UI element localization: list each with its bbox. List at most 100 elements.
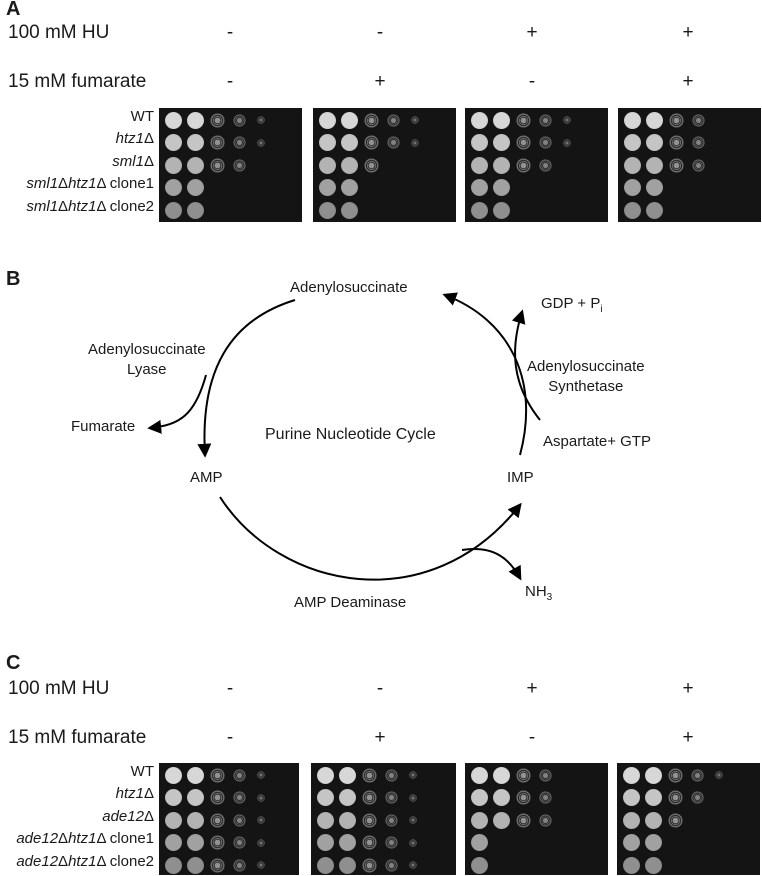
yeast-spot bbox=[470, 766, 488, 784]
yeast-spot bbox=[690, 768, 704, 782]
yeast-spot bbox=[209, 790, 225, 805]
yeast-spot bbox=[623, 201, 641, 219]
panel-a-hu-label: 100 mM HU bbox=[8, 22, 110, 43]
yeast-spot bbox=[492, 111, 510, 129]
panel-a-plate-3 bbox=[465, 108, 608, 222]
yeast-spot bbox=[232, 158, 246, 172]
yeast-spot bbox=[316, 834, 334, 851]
yeast-spot bbox=[409, 838, 417, 847]
yeast-spot bbox=[492, 789, 510, 806]
arrow-gdp bbox=[511, 309, 541, 421]
yeast-spot bbox=[470, 201, 488, 219]
yeast-spot bbox=[384, 791, 398, 804]
panel-c-fumarate-sign-4: + bbox=[682, 727, 694, 748]
panel-a-plate-2 bbox=[313, 108, 456, 222]
panel-c-fumarate-sign-2: + bbox=[374, 727, 386, 748]
yeast-spot bbox=[668, 135, 684, 150]
yeast-spot bbox=[318, 156, 336, 174]
yeast-spot bbox=[257, 793, 265, 802]
yeast-spot bbox=[164, 156, 182, 174]
yeast-spot bbox=[316, 789, 334, 806]
strain-label: htz1Δ bbox=[115, 785, 154, 802]
yeast-spot bbox=[622, 834, 640, 851]
yeast-spot bbox=[361, 835, 377, 850]
yeast-spot bbox=[622, 811, 640, 829]
panel-c-fumarate-label: 15 mM fumarate bbox=[8, 727, 147, 748]
panel-a-fumarate-label: 15 mM fumarate bbox=[8, 71, 147, 92]
strain-label: htz1Δ bbox=[115, 130, 154, 147]
strain-label: sml1Δhtz1Δ clone2 bbox=[26, 198, 154, 215]
yeast-spot bbox=[209, 112, 225, 128]
yeast-spot bbox=[409, 771, 417, 779]
yeast-spot bbox=[515, 157, 531, 173]
arc-lyase bbox=[197, 299, 296, 458]
arrow-fumarate bbox=[147, 374, 207, 434]
yeast-spot bbox=[164, 811, 182, 829]
panel-c-hu-sign-3: + bbox=[526, 678, 538, 699]
yeast-spot bbox=[645, 111, 663, 129]
yeast-spot bbox=[316, 811, 334, 829]
yeast-spot bbox=[715, 771, 723, 779]
yeast-spot bbox=[338, 856, 356, 874]
panel-a-letter: A bbox=[6, 0, 21, 20]
yeast-spot bbox=[538, 113, 552, 127]
yeast-spot bbox=[668, 157, 684, 173]
yeast-spot bbox=[186, 789, 204, 806]
yeast-spot bbox=[318, 111, 336, 129]
lyase-label: Adenylosuccinate Lyase bbox=[88, 341, 206, 378]
strain-label: ade12Δhtz1Δ clone2 bbox=[16, 853, 154, 870]
yeast-spot bbox=[492, 156, 510, 174]
yeast-spot bbox=[209, 767, 225, 783]
panel-c-hu-sign-2: - bbox=[376, 678, 384, 699]
yeast-spot bbox=[470, 856, 488, 874]
nh3-product: NH3 bbox=[525, 583, 553, 603]
panel-c-hu-sign-1: - bbox=[226, 678, 234, 699]
yeast-spot bbox=[645, 134, 663, 151]
yeast-spot bbox=[644, 834, 662, 851]
panel-c-plate-2 bbox=[311, 763, 456, 875]
strain-label: ade12Δ bbox=[102, 808, 154, 825]
yeast-spot bbox=[691, 158, 705, 172]
panel-a-plate-1 bbox=[159, 108, 302, 222]
yeast-spot bbox=[384, 768, 398, 782]
yeast-spot bbox=[644, 789, 662, 806]
yeast-spot bbox=[164, 789, 182, 806]
yeast-spot bbox=[691, 113, 705, 127]
yeast-spot bbox=[232, 768, 246, 782]
yeast-spot bbox=[667, 767, 683, 783]
panel-a-fumarate-sign-3: - bbox=[528, 71, 536, 92]
yeast-spot bbox=[623, 111, 641, 129]
yeast-spot bbox=[186, 856, 204, 874]
yeast-spot bbox=[361, 790, 377, 805]
yeast-spot bbox=[340, 156, 358, 174]
yeast-spot bbox=[361, 857, 377, 873]
yeast-spot bbox=[186, 134, 204, 151]
adenylosuccinate-node: Adenylosuccinate bbox=[290, 279, 408, 296]
yeast-spot bbox=[164, 834, 182, 851]
yeast-spot bbox=[492, 201, 510, 219]
yeast-spot bbox=[470, 134, 488, 151]
yeast-spot bbox=[384, 813, 398, 827]
yeast-spot bbox=[645, 179, 663, 196]
yeast-spot bbox=[411, 116, 419, 124]
yeast-spot bbox=[209, 812, 225, 828]
cycle-title: Purine Nucleotide Cycle bbox=[265, 426, 436, 443]
yeast-spot bbox=[316, 766, 334, 784]
yeast-spot bbox=[318, 201, 336, 219]
yeast-spot bbox=[644, 811, 662, 829]
yeast-spot bbox=[257, 771, 265, 779]
panel-c-plate-4 bbox=[617, 763, 760, 875]
yeast-spot bbox=[691, 136, 705, 149]
yeast-spot bbox=[538, 813, 552, 827]
panel-a-hu-sign-4: + bbox=[682, 22, 694, 43]
yeast-spot bbox=[492, 766, 510, 784]
yeast-spot bbox=[232, 836, 246, 849]
strain-label: WT bbox=[130, 108, 154, 125]
yeast-spot bbox=[209, 157, 225, 173]
yeast-spot bbox=[338, 834, 356, 851]
yeast-spot bbox=[515, 790, 531, 805]
yeast-spot bbox=[209, 135, 225, 150]
yeast-spot bbox=[409, 816, 417, 824]
yeast-spot bbox=[232, 113, 246, 127]
yeast-spot bbox=[667, 790, 683, 805]
